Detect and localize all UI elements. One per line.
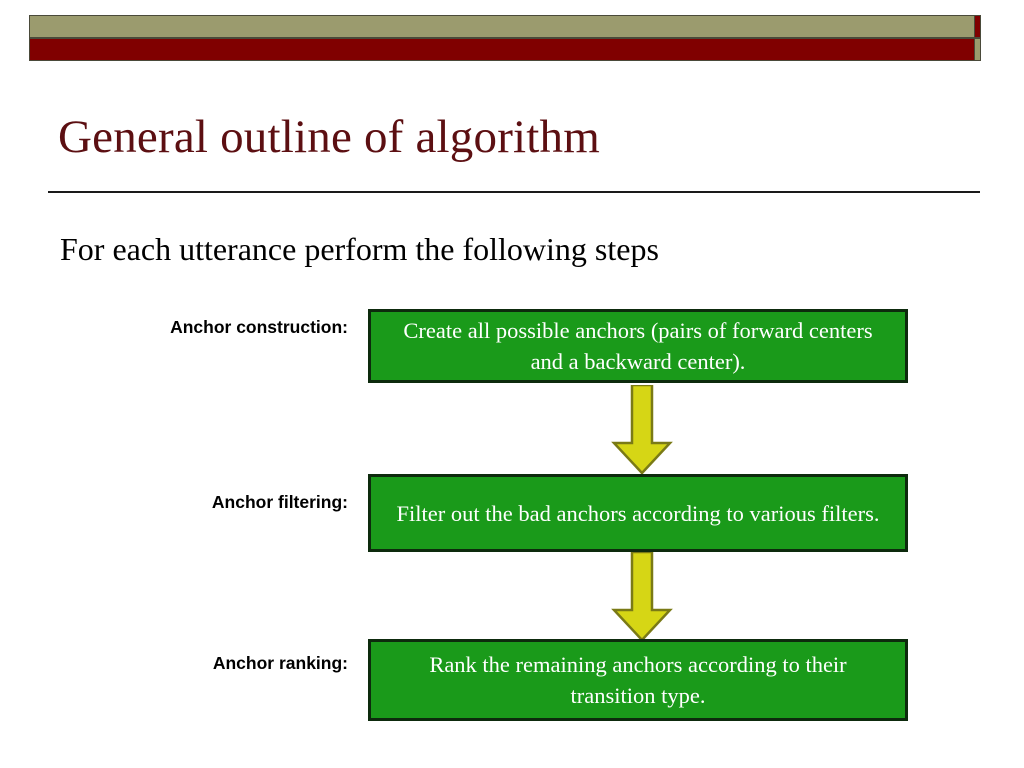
step-box-anchor-construction: Create all possible anchors (pairs of fo… (368, 309, 908, 383)
header-banner-row-bottom (29, 38, 981, 61)
arrow-down-icon-2 (610, 552, 674, 642)
step-box-anchor-filtering: Filter out the bad anchors according to … (368, 474, 908, 552)
step-label-anchor-filtering: Anchor filtering: (211, 492, 348, 512)
header-banner-row-top (29, 15, 981, 38)
header-banner-square-khaki (974, 38, 981, 61)
title-divider (48, 191, 980, 193)
step-box-anchor-ranking: Rank the remaining anchors according to … (368, 639, 908, 721)
arrow-down-icon-1 (610, 385, 674, 475)
step-box-text-anchor-filtering: Filter out the bad anchors according to … (396, 500, 880, 526)
header-banner (29, 15, 981, 61)
step-box-text-anchor-construction: Create all possible anchors (pairs of fo… (403, 318, 873, 374)
step-label-anchor-ranking: Anchor ranking: (212, 653, 348, 673)
step-label-anchor-construction: Anchor construction: (170, 317, 348, 337)
subtitle-text: For each utterance perform the following… (60, 231, 659, 267)
header-banner-square-maroon (974, 15, 981, 38)
step-box-text-anchor-ranking: Rank the remaining anchors according to … (429, 652, 847, 708)
page-title: General outline of algorithm (58, 111, 601, 163)
